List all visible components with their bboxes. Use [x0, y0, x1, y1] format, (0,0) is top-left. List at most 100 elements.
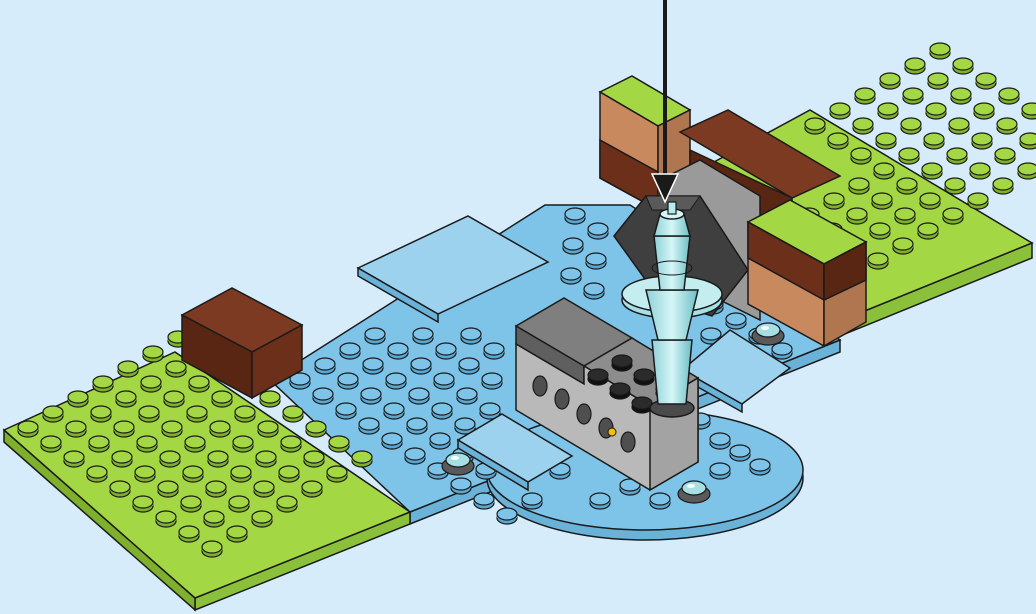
- stud-icon: [612, 355, 632, 371]
- stud-icon: [878, 103, 898, 119]
- stud-icon: [306, 421, 326, 437]
- stud-icon: [235, 406, 255, 422]
- stud-icon: [451, 478, 471, 494]
- stud-icon: [926, 103, 946, 119]
- stud-icon: [828, 133, 848, 149]
- technic-hole: [577, 404, 591, 424]
- stud-icon: [730, 445, 750, 461]
- stud-icon: [588, 369, 608, 385]
- stud-icon: [386, 373, 406, 389]
- stud-icon: [93, 376, 113, 392]
- stud-icon: [189, 376, 209, 392]
- stud-icon: [997, 118, 1017, 134]
- stud-icon: [405, 448, 425, 464]
- stud-icon: [365, 328, 385, 344]
- stud-icon: [89, 436, 109, 452]
- stud-icon: [162, 421, 182, 437]
- stud-icon: [474, 493, 494, 509]
- stud-icon: [895, 208, 915, 224]
- stud-icon: [563, 238, 583, 254]
- stud-icon: [411, 358, 431, 374]
- stud-icon: [432, 403, 452, 419]
- technic-hole: [621, 432, 635, 452]
- stud-icon: [363, 358, 383, 374]
- stud-icon: [315, 358, 335, 374]
- stud-icon: [872, 193, 892, 209]
- stud-icon: [409, 388, 429, 404]
- stud-icon: [212, 391, 232, 407]
- stud-icon: [993, 178, 1013, 194]
- stud-icon: [252, 511, 272, 527]
- stud-icon: [459, 358, 479, 374]
- stud-icon: [943, 208, 963, 224]
- stud-icon: [976, 73, 996, 89]
- stud-icon: [999, 88, 1019, 104]
- stud-icon: [283, 406, 303, 422]
- stud-icon: [110, 481, 130, 497]
- stud-icon: [143, 346, 163, 362]
- stud-icon: [868, 253, 888, 269]
- stud-icon: [327, 466, 347, 482]
- stud-icon: [586, 253, 606, 269]
- stud-icon: [855, 88, 875, 104]
- stud-icon: [953, 58, 973, 74]
- stud-icon: [302, 481, 322, 497]
- stud-icon: [1018, 163, 1036, 179]
- stud-icon: [918, 223, 938, 239]
- stud-icon: [949, 118, 969, 134]
- stud-icon: [588, 223, 608, 239]
- stud-icon: [227, 526, 247, 542]
- stud-icon: [897, 178, 917, 194]
- stud-icon: [1022, 103, 1036, 119]
- stud-icon: [66, 421, 86, 437]
- stud-icon: [750, 459, 770, 475]
- stud-icon: [710, 433, 730, 449]
- stud-icon: [41, 436, 61, 452]
- stud-icon: [772, 343, 792, 359]
- stud-icon: [164, 391, 184, 407]
- stud-icon: [384, 403, 404, 419]
- stud-icon: [359, 418, 379, 434]
- stud-icon: [951, 88, 971, 104]
- stud-icon: [116, 391, 136, 407]
- stud-icon: [893, 238, 913, 254]
- stud-icon: [208, 451, 228, 467]
- stud-icon: [329, 436, 349, 452]
- stud-icon: [166, 361, 186, 377]
- stud-icon: [361, 388, 381, 404]
- stud-icon: [43, 406, 63, 422]
- stud-icon: [482, 373, 502, 389]
- stud-icon: [899, 148, 919, 164]
- stud-icon: [118, 361, 138, 377]
- stud-icon: [256, 451, 276, 467]
- stud-icon: [851, 148, 871, 164]
- stud-icon: [945, 178, 965, 194]
- stud-icon: [135, 466, 155, 482]
- stud-icon: [561, 268, 581, 284]
- stud-icon: [210, 421, 230, 437]
- stud-icon: [968, 193, 988, 209]
- yellow-pin-icon: [608, 428, 616, 436]
- stud-icon: [430, 433, 450, 449]
- stud-icon: [233, 436, 253, 452]
- stud-icon: [179, 526, 199, 542]
- stud-icon: [830, 103, 850, 119]
- stud-icon: [610, 383, 630, 399]
- stud-icon: [64, 451, 84, 467]
- stud-icon: [974, 103, 994, 119]
- stud-icon: [229, 496, 249, 512]
- stud-icon: [158, 481, 178, 497]
- stud-icon: [903, 88, 923, 104]
- stud-icon: [970, 163, 990, 179]
- stud-icon: [68, 391, 88, 407]
- stud-icon: [112, 451, 132, 467]
- stud-icon: [805, 118, 825, 134]
- stud-icon: [824, 193, 844, 209]
- stud-icon: [565, 208, 585, 224]
- stud-icon: [905, 58, 925, 74]
- stud-icon: [187, 406, 207, 422]
- stud-icon: [204, 511, 224, 527]
- stud-icon: [847, 208, 867, 224]
- stud-icon: [141, 376, 161, 392]
- stud-icon: [413, 328, 433, 344]
